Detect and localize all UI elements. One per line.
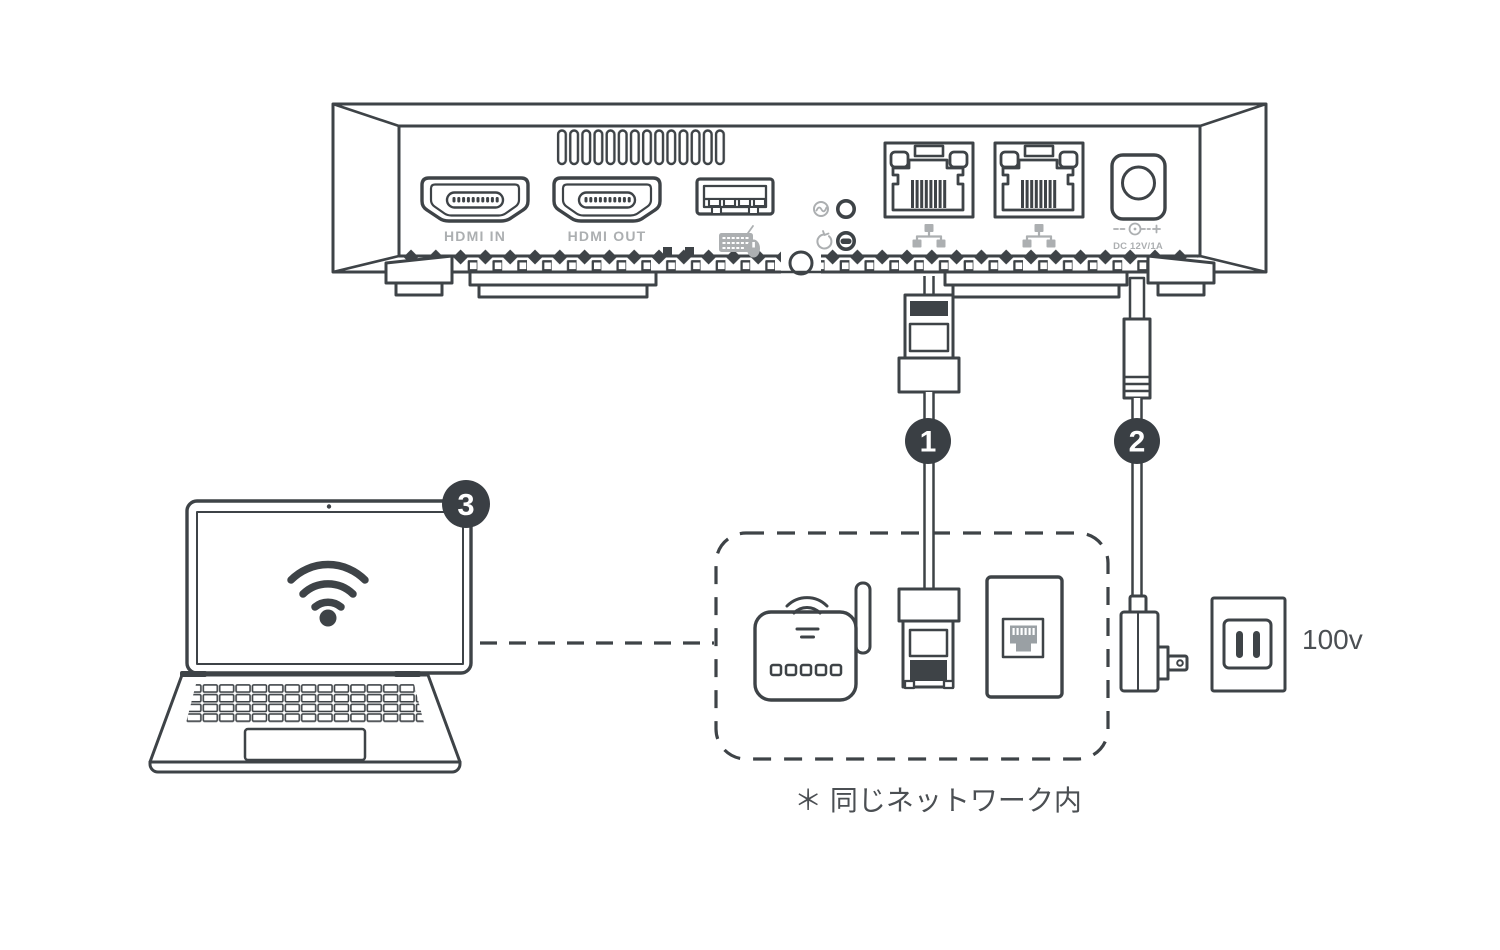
vent-strip <box>399 244 1198 276</box>
svg-text:2: 2 <box>1129 426 1146 459</box>
wall-outlet <box>1210 596 1287 693</box>
rj45-plug-bottom <box>897 587 961 690</box>
step-badge-1: 1 <box>905 418 951 464</box>
rj45-plug-top <box>897 293 961 394</box>
hdmi-in-label: HDMI IN <box>444 228 506 244</box>
hdmi-out-label: HDMI OUT <box>568 228 647 244</box>
reset-icon <box>816 230 833 250</box>
hdmi-out-port <box>552 176 662 223</box>
dc-power-label: DC 12V/1A <box>1113 241 1163 252</box>
rj45-jack-icon <box>1010 625 1037 652</box>
router-antenna <box>854 581 872 655</box>
laptop-trackpad <box>243 727 367 762</box>
laptop <box>148 499 473 774</box>
network-note: ＊ 同じネットワーク内 <box>794 785 1082 816</box>
outlet-voltage-label: 100v <box>1302 624 1363 655</box>
lan-port-2 <box>993 141 1085 219</box>
reset-button <box>835 231 856 252</box>
wifi-router <box>753 581 872 702</box>
usb-port <box>695 177 775 216</box>
step-badge-3: 3 <box>442 480 490 528</box>
keyboard-mouse-icon <box>719 225 760 258</box>
dc-jack <box>1110 153 1167 221</box>
device-feet <box>384 254 1216 299</box>
dc-polarity-icon <box>1113 222 1161 236</box>
wall-ethernet-jack <box>985 575 1064 699</box>
status-led <box>835 199 856 220</box>
ethernet-cable <box>897 276 961 690</box>
dc-plug <box>1122 317 1152 400</box>
network-zone-box <box>714 531 1110 761</box>
laptop-screen <box>185 499 473 675</box>
router-wifi-icon <box>785 596 829 639</box>
device-rear-panel: HDMI IN HDMI OUT <box>331 102 1268 299</box>
vent-slots <box>556 129 727 166</box>
lan-port-1 <box>883 141 975 219</box>
hdmi-in-port <box>420 176 530 223</box>
power-cable <box>1119 276 1189 693</box>
laptop-keyboard <box>186 684 424 723</box>
laptop-base <box>148 671 462 774</box>
step-badge-2: 2 <box>1114 418 1160 464</box>
wifi-icon <box>287 560 369 627</box>
power-adapter <box>1119 594 1189 693</box>
svg-text:1: 1 <box>920 426 937 459</box>
svg-text:3: 3 <box>457 487 474 522</box>
status-icon <box>813 201 829 217</box>
webcam-dot <box>326 504 332 509</box>
